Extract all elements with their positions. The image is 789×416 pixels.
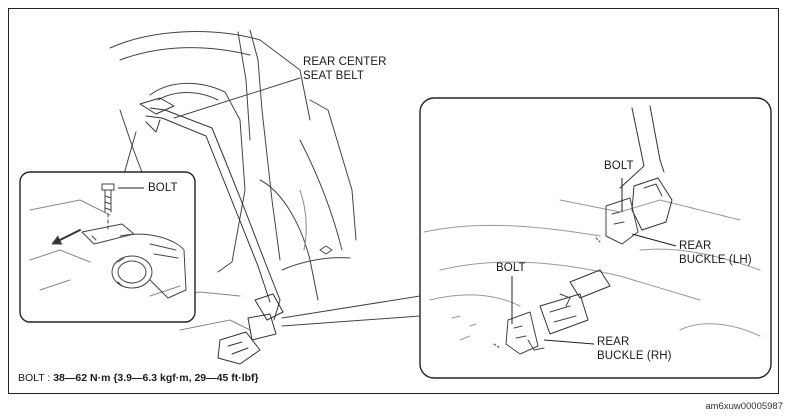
torque-spec-value: 38—62 N·m {3.9—6.3 kgf·m, 29—45 ft·lbf} bbox=[53, 372, 259, 384]
label-rear-buckle-lh-line2: BUCKLE (LH) bbox=[679, 254, 752, 266]
label-rear-buckle-lh-line1: REAR bbox=[679, 240, 712, 252]
inset-callout-wedge bbox=[281, 295, 421, 327]
leader-rear-buckle-rh bbox=[543, 339, 595, 345]
label-rear-buckle-rh-line1: REAR bbox=[597, 336, 630, 348]
bolt-head bbox=[101, 183, 115, 191]
figure-code: am6xuw00005987 bbox=[705, 401, 783, 412]
torque-spec: BOLT : 38—62 N·m {3.9—6.3 kgf·m, 29—45 f… bbox=[18, 372, 259, 384]
label-rear-center-line2: SEAT BELT bbox=[303, 70, 364, 82]
leader-rear-buckle-lh bbox=[631, 233, 677, 247]
label-rear-buckle-rh-line2: BUCKLE (RH) bbox=[597, 350, 672, 362]
bolt-detail-inset bbox=[19, 171, 196, 323]
label-bolt-detail: BOLT bbox=[148, 182, 178, 194]
torque-spec-prefix: BOLT : bbox=[18, 372, 54, 384]
diagram-frame bbox=[8, 8, 779, 394]
label-rear-center-line1: REAR CENTER bbox=[303, 56, 387, 68]
label-bolt-rh: BOLT bbox=[496, 262, 526, 274]
leader-rear-center-seat-belt bbox=[173, 77, 301, 119]
rear-center-seat-belt-strap bbox=[139, 97, 284, 365]
leader-detail-callout bbox=[123, 131, 137, 175]
label-bolt-lh: BOLT bbox=[604, 160, 634, 172]
buckle-detail-inset bbox=[419, 97, 772, 379]
